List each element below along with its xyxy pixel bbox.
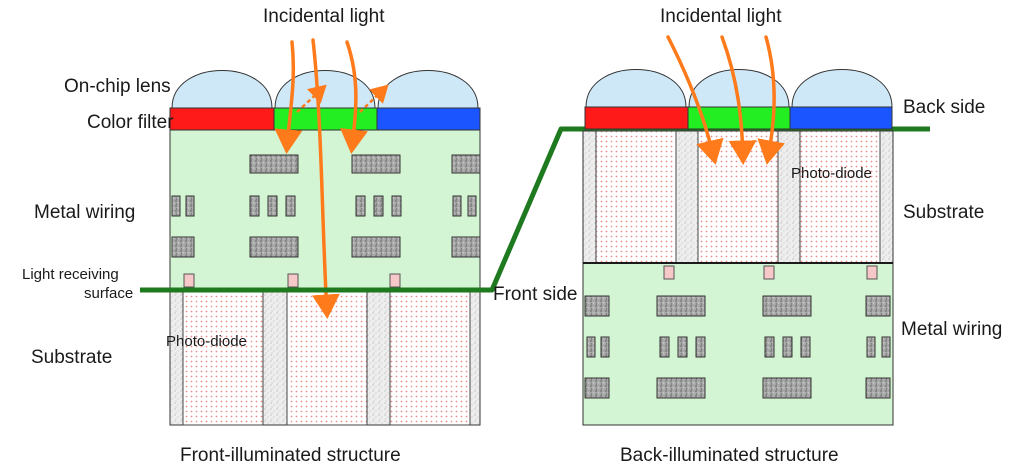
front-caption: Front-illuminated structure	[180, 445, 401, 466]
light-receiving-surface-label-1: Light receiving	[22, 266, 119, 283]
front-filter-red	[169, 107, 275, 131]
light-receiving-surface-label-2: surface	[84, 285, 133, 302]
front-incidental-light-label: Incidental light	[263, 6, 385, 27]
back-side-label: Back side	[903, 97, 985, 118]
color-filter-label: Color filter	[87, 112, 174, 133]
front-photodiode-3	[389, 291, 471, 426]
front-substrate	[169, 289, 481, 426]
front-metal-blocks	[171, 154, 481, 258]
back-substrate	[582, 130, 894, 264]
back-photodiode-2	[697, 130, 779, 264]
back-filter-blue	[789, 106, 893, 130]
back-contacts	[663, 265, 878, 280]
back-caption: Back-illuminated structure	[620, 445, 839, 466]
back-filter-red	[584, 106, 689, 130]
back-metal-wiring-label: Metal wiring	[901, 319, 1002, 340]
front-metal-wiring-label: Metal wiring	[34, 202, 135, 223]
back-color-filters	[584, 106, 893, 130]
front-illuminated-structure: Incidental light On-chip lens Color filt…	[22, 6, 481, 466]
front-on-chip-lenses	[171, 70, 479, 109]
front-contacts	[183, 273, 401, 288]
front-scattered-light-arrows	[296, 84, 389, 113]
front-color-filters	[169, 107, 481, 131]
front-incidental-light-arrows	[274, 38, 368, 319]
back-photo-diode-label: Photo-diode	[791, 165, 872, 182]
front-filter-blue	[376, 107, 481, 131]
front-photodiode-1	[182, 291, 264, 426]
back-metal-wiring-layer	[582, 262, 894, 426]
back-substrate-label: Substrate	[903, 202, 984, 223]
front-substrate-label: Substrate	[31, 347, 112, 368]
back-photodiode-1	[595, 130, 677, 264]
back-incidental-light-label: Incidental light	[660, 6, 782, 27]
back-on-chip-lenses	[585, 69, 893, 108]
front-side-label: Front side	[493, 284, 577, 305]
back-photodiode-3	[799, 130, 881, 264]
back-incidental-light-arrows	[666, 35, 785, 165]
back-illuminated-structure: Incidental light Back side Photo-diode S…	[582, 6, 1002, 466]
on-chip-lens-label: On-chip lens	[64, 76, 171, 97]
back-metal-blocks	[584, 295, 891, 399]
front-photo-diode-label: Photo-diode	[166, 333, 247, 350]
